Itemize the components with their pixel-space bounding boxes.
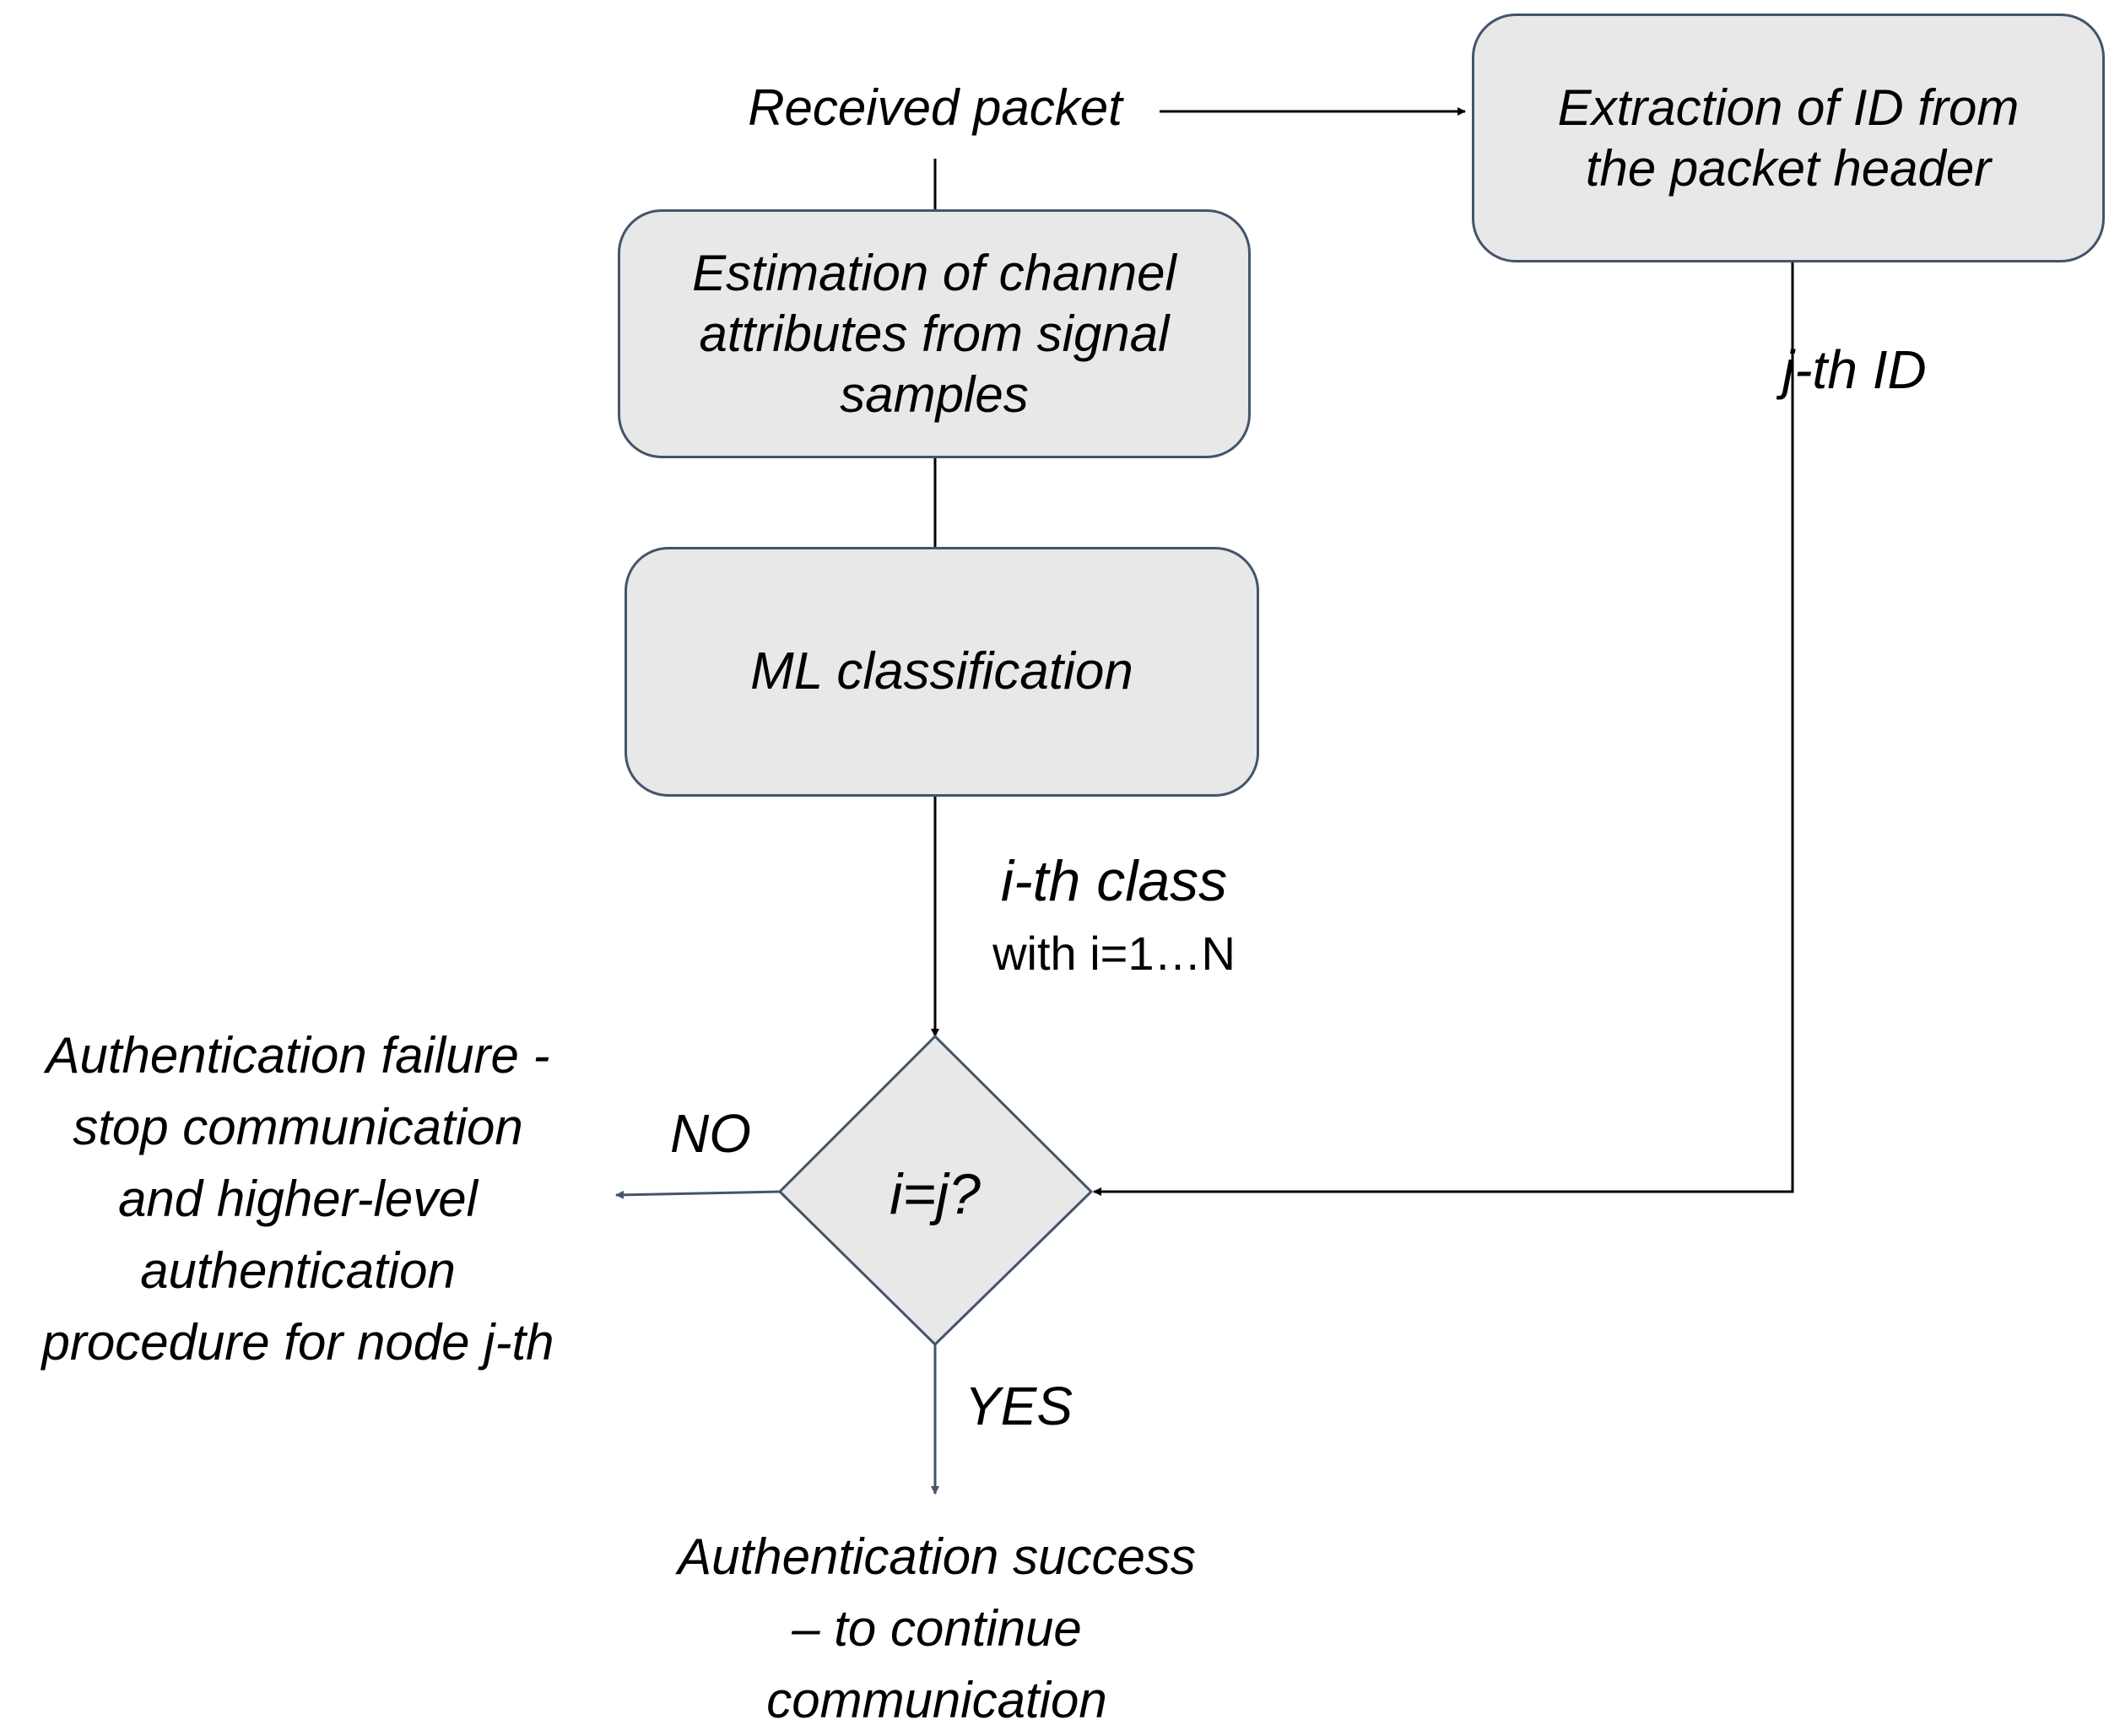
no-label: NO xyxy=(670,1103,751,1164)
ml-classification-box: ML classification xyxy=(625,547,1259,797)
arrow-no-branch xyxy=(615,1190,781,1199)
yes-label: YES xyxy=(964,1376,1073,1436)
ith-class-range-label: with i=1…N xyxy=(992,927,1236,980)
extraction-label: Extraction of ID from the packet header xyxy=(1557,78,2020,197)
received-packet-label: Received packet xyxy=(748,79,1122,136)
estimation-box: Estimation of channel attributes from si… xyxy=(618,209,1251,458)
estimation-label: Estimation of channel attributes from si… xyxy=(692,244,1176,423)
jth-id-label: j-th ID xyxy=(1782,339,1927,400)
success-outcome-label: Authentication success – to continue com… xyxy=(678,1528,1196,1728)
ith-class-label: i-th class xyxy=(1000,849,1228,913)
extraction-box: Extraction of ID from the packet header xyxy=(1472,14,2105,262)
ml-classification-label: ML classification xyxy=(750,641,1133,700)
failure-outcome-label: Authentication failure - stop communicat… xyxy=(41,1027,554,1371)
arrow-extraction-to-decision xyxy=(1093,262,1794,1196)
decision-label: i=j? xyxy=(890,1162,981,1226)
